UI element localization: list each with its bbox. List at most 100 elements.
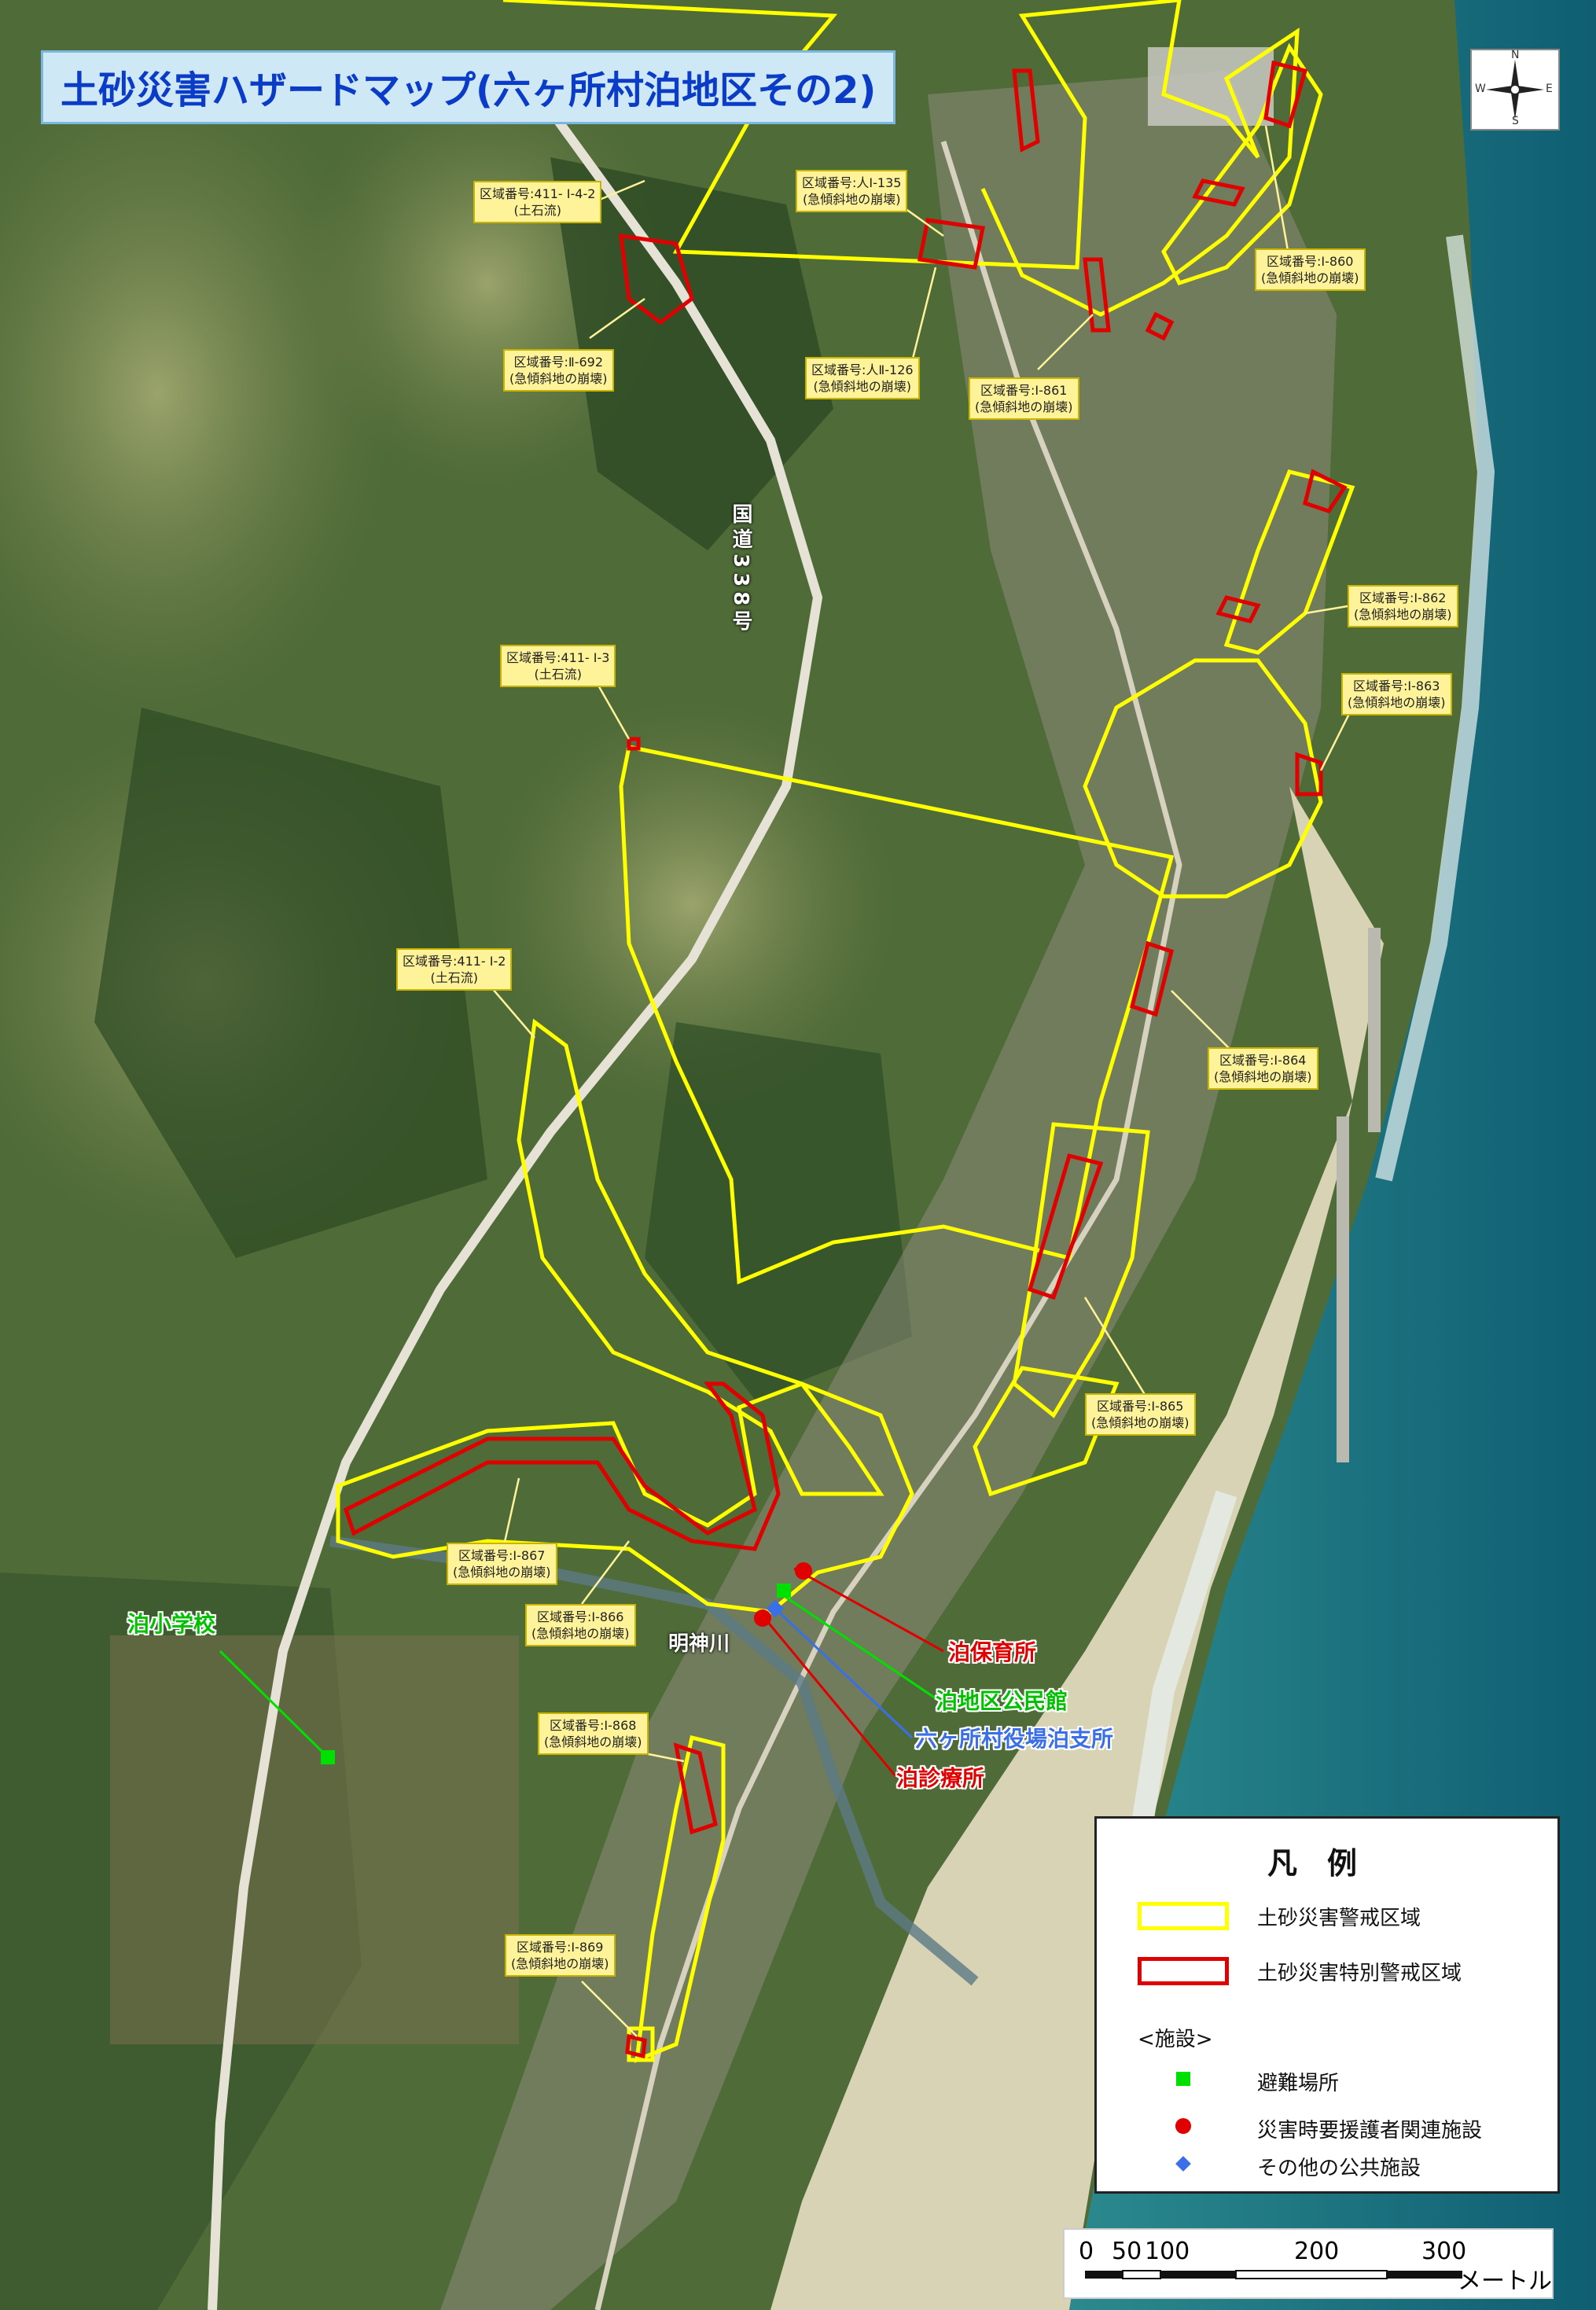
callout-I-861[interactable]: 区域番号:Ⅰ-861(急傾斜地の崩壊): [969, 377, 1079, 420]
river-label: 明神川: [668, 1632, 730, 1656]
callout-I-869[interactable]: 区域番号:Ⅰ-869(急傾斜地の崩壊): [505, 1934, 616, 1977]
special-zone: [1083, 257, 1111, 333]
legend-row-special: 土砂災害特別警戒区域: [1138, 1955, 1462, 1987]
legend-row-warning: 土砂災害警戒区域: [1138, 1900, 1421, 1932]
legend-evacuation-label: 避難場所: [1257, 2071, 1340, 2095]
callout-II-692[interactable]: 区域番号:Ⅱ-692(急傾斜地の崩壊): [503, 349, 614, 392]
nursery-marker[interactable]: [795, 1562, 812, 1580]
special-zone: [1027, 1153, 1104, 1300]
hill-area: [487, 700, 896, 1109]
callout-I-864[interactable]: 区域番号:Ⅰ-864(急傾斜地の崩壊): [1208, 1047, 1318, 1090]
warning-zone: [1223, 469, 1355, 655]
compass-s: S: [1512, 115, 1519, 127]
sea: [1069, 0, 1596, 2310]
callout-I-863[interactable]: 区域番号:Ⅰ-863(急傾斜地の崩壊): [1341, 673, 1452, 715]
legend-swatch-yellow: [1138, 1902, 1229, 1930]
breakwater: [1368, 928, 1381, 1132]
hill-area: [0, 63, 393, 723]
callout-411-3[interactable]: 区域番号:411- Ⅰ-3(土石流): [500, 645, 616, 687]
legend-care-label: 災害時要援護者関連施設: [1257, 2118, 1483, 2143]
surf: [1375, 234, 1495, 1182]
scale-unit: メートル: [1458, 2268, 1552, 2295]
legend-warning-label: 土砂災害警戒区域: [1257, 1906, 1421, 1930]
special-zone: [625, 2033, 647, 2059]
special-zone: [1263, 60, 1308, 129]
local-road: [594, 140, 1182, 2310]
warning-zone: [517, 1018, 884, 1496]
warning-zone: [502, 0, 1300, 317]
label-school[interactable]: 泊小学校: [127, 1611, 216, 1637]
callout-I-862[interactable]: 区域番号:Ⅰ-862(急傾斜地の崩壊): [1348, 585, 1458, 627]
school-marker[interactable]: [321, 1750, 335, 1764]
town-area: [440, 71, 1337, 2310]
callout-I-860[interactable]: 区域番号:Ⅰ-860(急傾斜地の崩壊): [1255, 248, 1366, 291]
special-zone: [343, 1381, 781, 1551]
callout-I-867[interactable]: 区域番号:Ⅰ-867(急傾斜地の崩壊): [447, 1543, 557, 1585]
warning-zones: [336, 0, 1355, 2063]
callout-I-866[interactable]: 区域番号:Ⅰ-866(急傾斜地の崩壊): [525, 1604, 636, 1646]
special-zone: [1303, 469, 1348, 513]
special-zone: [673, 1742, 718, 1835]
callout-411-2[interactable]: 区域番号:411- Ⅰ-2(土石流): [396, 948, 513, 991]
map-title: 土砂災害ハザードマップ(六ヶ所村泊地区その2): [41, 50, 896, 124]
legend-swatch-red: [1138, 1957, 1229, 1985]
compass: N S W E: [1470, 49, 1560, 131]
label-nursery[interactable]: 泊保育所: [948, 1639, 1037, 1665]
special-zone: [1145, 311, 1175, 341]
scale-bar-graphic: [1085, 2270, 1462, 2279]
warning-zone: [1083, 658, 1323, 899]
special-zone: [918, 218, 985, 270]
scale-bar: 0 50 100 200 300 メートル: [1063, 2228, 1554, 2299]
special-zone: [619, 234, 694, 326]
warning-zone: [973, 1366, 1120, 1497]
branch-marker[interactable]: [766, 1599, 785, 1618]
warning-zone: [634, 1734, 726, 2063]
green-square-icon: [1176, 2072, 1190, 2086]
leader-school: [219, 1650, 325, 1755]
callout-I-868[interactable]: 区域番号:Ⅰ-868(急傾斜地の崩壊): [538, 1712, 649, 1755]
legend-facilities-header: <施設>: [1138, 2028, 1213, 2051]
scale-tick-300: 300: [1421, 2238, 1467, 2265]
callout-jin2-126[interactable]: 区域番号:人Ⅱ-126(急傾斜地の崩壊): [805, 357, 920, 399]
legend: 凡例 土砂災害警戒区域 土砂災害特別警戒区域 <施設> 避難場所 災害時要援護者…: [1094, 1816, 1560, 2194]
beach: [770, 786, 1384, 2310]
blue-diamond-icon: [1175, 2155, 1191, 2172]
legend-title: 凡例: [1267, 1846, 1387, 1881]
label-branch[interactable]: 六ヶ所村役場泊支所: [915, 1726, 1114, 1752]
compass-w: W: [1475, 83, 1486, 95]
leader-branch: [773, 1606, 914, 1739]
warning-zone: [336, 1381, 914, 1614]
label-hall[interactable]: 泊地区公民館: [936, 1688, 1068, 1714]
compass-n: N: [1511, 49, 1520, 61]
label-clinic[interactable]: 泊診療所: [896, 1765, 985, 1791]
scale-tick-100: 100: [1145, 2238, 1190, 2265]
breakwater: [1337, 1116, 1349, 1462]
callout-jin1-135[interactable]: 区域番号:人Ⅰ-135(急傾斜地の崩壊): [796, 170, 908, 212]
special-zones: [343, 60, 1348, 2059]
special-zone: [1215, 595, 1261, 623]
compass-e: E: [1546, 83, 1553, 95]
special-zone: [1295, 752, 1323, 796]
legend-public-label: その他の公共施設: [1257, 2156, 1421, 2180]
national-road: [208, 107, 823, 2310]
leader-nursery: [793, 1567, 944, 1653]
legend-row-evacuation: 避難場所: [1138, 2065, 1339, 2097]
special-zone: [1192, 178, 1245, 207]
forest: [645, 1022, 912, 1400]
leader-hall: [778, 1591, 936, 1700]
scale-tick-0: 0: [1079, 2238, 1094, 2265]
clinic-marker[interactable]: [754, 1609, 771, 1627]
hall-marker[interactable]: [777, 1584, 791, 1598]
farmland: [110, 1635, 519, 2044]
scale-tick-200: 200: [1294, 2238, 1340, 2265]
callout-I-865[interactable]: 区域番号:Ⅰ-865(急傾斜地の崩壊): [1085, 1393, 1196, 1436]
scale-tick-50: 50: [1112, 2238, 1142, 2265]
special-zone: [627, 737, 641, 751]
legend-row-public: その他の公共施設: [1138, 2150, 1421, 2182]
forest: [94, 708, 487, 1258]
red-circle-icon: [1175, 2117, 1191, 2134]
special-zone: [1130, 940, 1174, 1017]
warning-zone: [1161, 42, 1323, 286]
callout-411-4-2[interactable]: 区域番号:411- Ⅰ-4-2(土石流): [473, 181, 602, 223]
